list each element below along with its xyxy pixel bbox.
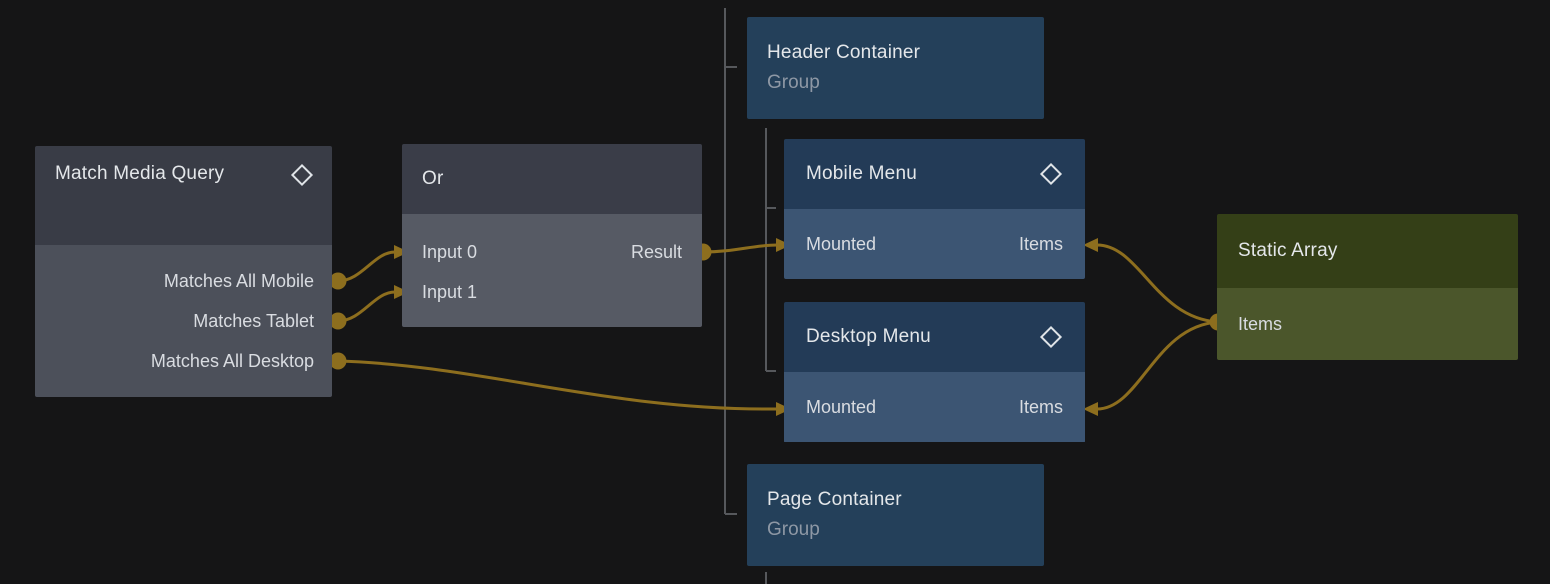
wire-tablet-to-input1[interactable]: [336, 290, 397, 323]
output-port-result[interactable]: Result: [630, 241, 682, 262]
node-header-container[interactable]: Header Container Group: [747, 17, 1044, 119]
node-title: Mobile Menu: [806, 163, 917, 184]
node-title: Static Array: [1238, 240, 1338, 261]
node-body: Input 0 Result Input 1: [402, 214, 702, 327]
node-header[interactable]: Or: [402, 144, 702, 214]
wire-items-to-mobile-items[interactable]: [1095, 243, 1220, 324]
port-dot-matches-all-mobile[interactable]: [329, 272, 347, 290]
node-title: Page Container: [767, 489, 902, 510]
wire-result-to-mounted[interactable]: [701, 243, 779, 254]
wire-mobile-to-input0[interactable]: [336, 250, 397, 283]
node-title: Or: [422, 168, 444, 189]
output-port-matches-all-desktop[interactable]: Matches All Desktop: [35, 341, 332, 381]
wire-items-to-desktop-items[interactable]: [1095, 320, 1220, 411]
node-body: Mounted Items: [784, 209, 1085, 279]
node-header[interactable]: Match Media Query: [35, 146, 332, 245]
port-dot-matches-tablet[interactable]: [329, 312, 347, 330]
node-desktop-menu[interactable]: Desktop Menu Mounted Items: [784, 302, 1085, 443]
node-body: Matches All Mobile Matches Tablet Matche…: [35, 245, 332, 397]
input-port-input0[interactable]: Input 0: [422, 241, 478, 262]
input-port-items[interactable]: Items: [1018, 396, 1063, 417]
arrowhead-mobile-items: [1083, 238, 1098, 252]
port-label: Matches All Mobile: [163, 270, 314, 291]
node-type-label: Group: [767, 519, 820, 540]
port-label: Matches All Desktop: [150, 350, 314, 371]
node-title: Match Media Query: [55, 163, 225, 184]
node-type-label: Group: [767, 72, 820, 93]
node-or[interactable]: Or Input 0 Result Input 1: [402, 144, 702, 327]
node-title: Desktop Menu: [806, 326, 931, 347]
node-body: Mounted Items: [784, 372, 1085, 442]
port-dot-matches-all-desktop[interactable]: [329, 352, 347, 370]
input-port-mounted[interactable]: Mounted: [806, 396, 877, 417]
node-static-array[interactable]: Static Array Items: [1217, 214, 1518, 360]
output-port-items[interactable]: Items: [1238, 313, 1283, 334]
input-port-mounted[interactable]: Mounted: [806, 233, 877, 254]
node-header[interactable]: Static Array: [1217, 214, 1518, 288]
node-mobile-menu[interactable]: Mobile Menu Mounted Items: [784, 139, 1085, 279]
node-header[interactable]: Mobile Menu: [784, 139, 1085, 209]
arrowhead-desktop-items: [1083, 402, 1098, 416]
output-port-matches-tablet[interactable]: Matches Tablet: [35, 301, 332, 341]
wire-desktop-to-mounted[interactable]: [336, 359, 779, 411]
node-body: Items: [1217, 288, 1518, 360]
node-title: Header Container: [767, 42, 921, 63]
node-match-media-query[interactable]: Match Media Query Matches All Mobile Mat…: [35, 146, 332, 397]
diamond-icon: [1039, 162, 1063, 186]
input-port-items[interactable]: Items: [1018, 233, 1063, 254]
node-header[interactable]: Desktop Menu: [784, 302, 1085, 372]
port-label: Matches Tablet: [193, 310, 314, 331]
diamond-icon: [1039, 325, 1063, 349]
diamond-icon: [290, 163, 314, 187]
node-page-container[interactable]: Page Container Group: [747, 464, 1044, 566]
input-port-input1[interactable]: Input 1: [422, 281, 478, 302]
output-port-matches-all-mobile[interactable]: Matches All Mobile: [35, 261, 332, 301]
